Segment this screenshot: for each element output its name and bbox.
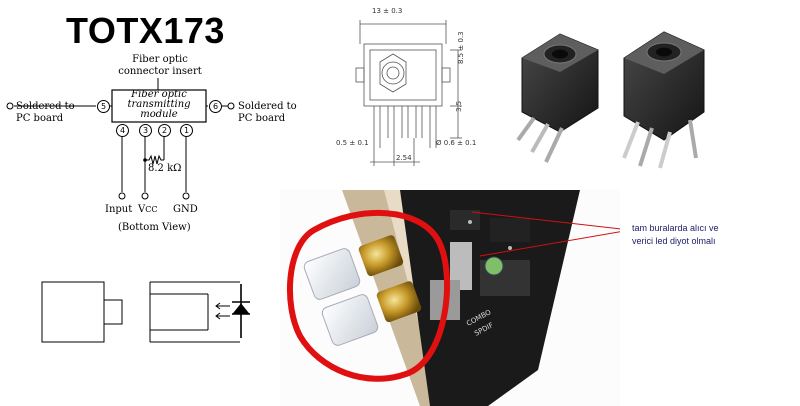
left-solder-label-2: PC board [16,113,64,124]
right-solder-label-1: Soldered to [238,101,297,112]
page-title: TOTX173 [66,10,225,51]
pin-4: 4 [116,124,129,137]
pin-6: 6 [209,100,222,113]
bottom-view-label: (Bottom View) [118,222,191,233]
pin-5: 5 [97,100,110,113]
vcc-label: VCC [138,204,158,215]
dimension-lines [355,20,462,166]
dim-pitch: 2.54 [396,154,412,162]
pin-2: 2 [158,124,171,137]
dim-height: 8.5 ± 0.3 [457,31,465,64]
sound-card-photo: COMBO SPDIF [280,190,620,406]
gnd-label: GND [173,204,198,215]
resistor-label: 8.2 kΩ [148,163,182,174]
connector-label-1: Fiber optic [132,54,188,65]
connector-label-2: connector insert [118,66,202,77]
input-label: Input [105,204,133,215]
dim-pin-length: 3.5 [455,100,463,112]
dim-width: 13 ± 0.3 [372,7,403,15]
dim-pin-diameter: Ø 0.6 ± 0.1 [436,139,477,147]
schematic-lines [6,78,235,200]
annotation-note: tam buralarda alıcı ve verici led diyot … [632,223,719,246]
pin-1: 1 [180,124,193,137]
dim-pin-width: 0.5 ± 0.1 [336,139,369,147]
module-label: Fiber optic transmitting module [127,89,191,120]
led-symbol-drawing [41,281,251,343]
pin-3: 3 [139,124,152,137]
connector-photo [516,31,705,169]
left-solder-label-1: Soldered to [16,101,75,112]
right-solder-label-2: PC board [238,113,286,124]
